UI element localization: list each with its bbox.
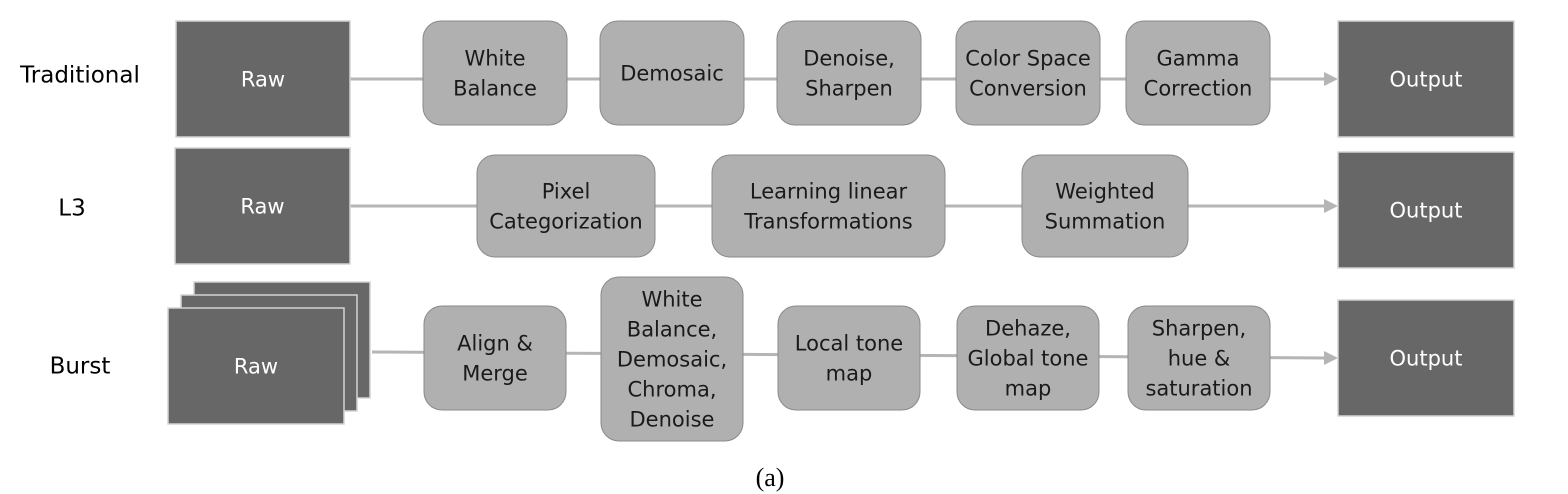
process-step-label-line: Align &: [457, 332, 533, 356]
output-box: [1337, 299, 1515, 417]
output-label-line: Output: [1390, 68, 1463, 92]
process-step-label-line: Gamma: [1157, 47, 1240, 71]
process-step-label: Sharpen, hue & saturation: [1145, 317, 1252, 401]
arrowhead: [1324, 199, 1338, 213]
arrowhead: [1324, 72, 1338, 86]
process-step-label-line: Transformations: [743, 210, 913, 234]
row-label: L3: [58, 195, 85, 221]
process-step-label-line: Conversion: [969, 77, 1087, 101]
output-label: Output: [1390, 199, 1463, 223]
process-step-label: Demosaic: [620, 62, 724, 86]
process-step-label: Align & Merge: [457, 332, 533, 386]
process-step-label-line: Summation: [1045, 210, 1166, 234]
row-label-line: Burst: [50, 353, 111, 379]
process-step-label-line: saturation: [1145, 377, 1252, 401]
process-step-box: [1125, 20, 1271, 126]
process-step-label-line: Demosaic,: [617, 348, 727, 372]
process-step-label: Dehaze, Global tone map: [968, 317, 1089, 401]
output-label: Output: [1390, 347, 1463, 371]
raw-input-label: Raw: [241, 68, 285, 92]
process-step-label-line: Categorization: [489, 210, 642, 234]
process-step-label-line: White: [641, 288, 702, 312]
process-step-label-line: Sharpen,: [1152, 317, 1246, 341]
process-step-box: [777, 305, 921, 411]
row-label-line: L3: [58, 195, 85, 221]
raw-input-label: Raw: [234, 355, 278, 379]
process-step-label-line: Merge: [462, 362, 528, 386]
process-step-label-line: Dehaze,: [985, 317, 1071, 341]
raw-input-box: [167, 307, 345, 425]
process-step-label-line: map: [826, 362, 873, 386]
process-step-label-line: Balance,: [627, 318, 717, 342]
raw-input-label-line: Raw: [240, 195, 284, 219]
output-box: [1337, 151, 1515, 269]
figure-caption: (a): [756, 463, 785, 492]
process-step-label-line: White: [464, 47, 525, 71]
process-step-label-line: Balance: [453, 77, 537, 101]
process-step-box: [423, 305, 567, 411]
process-step-label-line: Global tone: [968, 347, 1089, 371]
output-label-line: Output: [1390, 347, 1463, 371]
process-step-box: [1127, 305, 1271, 411]
process-step-label-line: Sharpen: [805, 77, 893, 101]
process-step-label-line: Local tone: [795, 332, 903, 356]
process-step-label-line: Pixel: [542, 180, 591, 204]
raw-input-label-line: Raw: [241, 68, 285, 92]
process-step-box: [955, 20, 1101, 126]
process-step-label-line: Denoise,: [803, 47, 895, 71]
row-label: Traditional: [19, 62, 140, 88]
process-step-box: [422, 20, 568, 126]
output-box: [1337, 20, 1515, 138]
process-step-label: Local tone map: [795, 332, 903, 386]
process-step-box: [1021, 154, 1189, 258]
process-step-box: [956, 305, 1100, 411]
raw-input-label: Raw: [240, 195, 284, 219]
process-step-label-line: hue &: [1168, 347, 1231, 371]
process-step-box: [776, 20, 922, 126]
process-step-label-line: Denoise: [630, 408, 715, 432]
process-step-label-line: map: [1005, 377, 1052, 401]
output-label: Output: [1390, 68, 1463, 92]
process-step-label-line: Correction: [1144, 77, 1253, 101]
process-step-box: [600, 276, 744, 442]
process-step-box: [711, 154, 946, 258]
row-label-line: Traditional: [19, 62, 140, 88]
process-step-label-line: Weighted: [1055, 180, 1154, 204]
process-step-box: [476, 154, 656, 258]
process-step-label: Denoise, Sharpen: [803, 47, 895, 101]
process-step-label-line: Color Space: [965, 47, 1091, 71]
raw-input-label-line: Raw: [234, 355, 278, 379]
raw-input-box: [175, 20, 351, 138]
process-step-box: [599, 20, 745, 126]
arrowhead: [1324, 351, 1338, 365]
output-label-line: Output: [1390, 199, 1463, 223]
process-step-label-line: Learning linear: [750, 180, 908, 204]
raw-input-box: [174, 147, 351, 265]
process-step-label-line: Demosaic: [620, 62, 724, 86]
process-step-label-line: Chroma,: [628, 378, 717, 402]
row-label: Burst: [50, 353, 111, 379]
